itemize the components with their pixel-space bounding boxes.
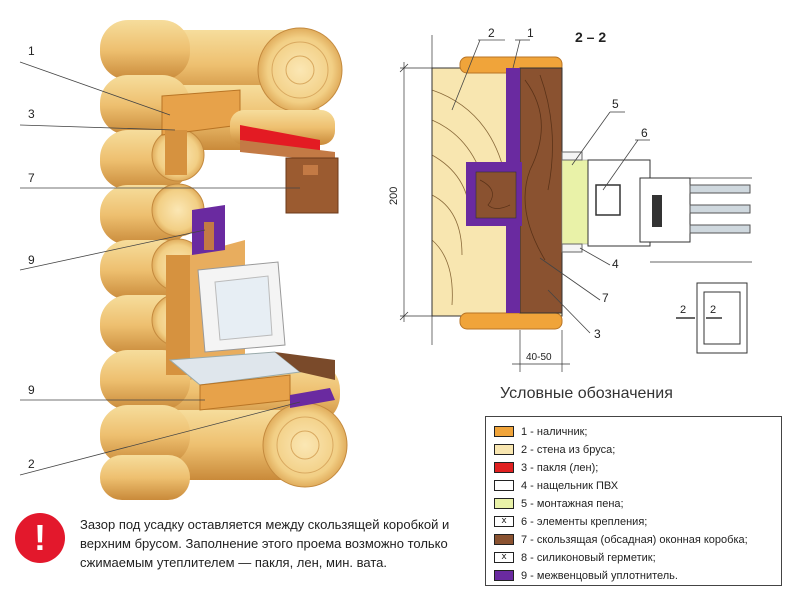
glazing [689,224,751,234]
legend-swatch [494,570,514,581]
glazing [689,204,751,214]
sash-profile [639,177,691,243]
section-label-3: 3 [594,327,601,341]
legend-item: x 6 - элементы крепления; [494,514,779,529]
legend-item: 2 - стена из бруса; [494,442,779,457]
section-label-1: 1 [527,26,534,40]
callout-1: 1 [28,44,35,58]
legend-item: 4 - нащельник ПВХ [494,478,779,493]
log-end [276,416,334,474]
legend-item: 3 - пакля (лен); [494,460,779,475]
log-wall-illustration [100,20,348,500]
mounting-foam [561,159,589,245]
log-end [285,55,315,85]
casing-section-bottom [459,312,563,330]
legend-swatch [494,498,514,509]
section-label-5: 5 [612,97,619,111]
section-marker [676,282,748,354]
glazing [689,184,751,194]
legend: 1 - наличник; 2 - стена из бруса; 3 - па… [485,416,782,586]
dimension-lines [399,35,752,372]
legend-swatch: x [494,552,514,563]
legend-item: 9 - межвенцовый уплотнитель. [494,568,779,583]
sliding-box-section [519,67,563,314]
legend-label: 4 - нащельник ПВХ [521,479,619,492]
legend-swatch [494,462,514,473]
callout-2: 2 [28,457,35,471]
section-label-7: 7 [602,291,609,305]
legend-item: 5 - монтажная пена; [494,496,779,511]
callout-7: 7 [28,171,35,185]
callout-9-top: 9 [28,253,35,267]
section-marker-right: 2 [710,304,716,316]
log-side [100,405,190,465]
legend-title: Условные обозначения [500,385,673,402]
legend-item: 1 - наличник; [494,424,779,439]
fastener [595,184,621,216]
log-end [290,430,320,460]
jamb-lower [166,255,190,375]
legend-label: 2 - стена из бруса; [521,443,616,456]
seal-key [475,171,517,219]
jamb-upper [165,130,187,175]
legend-label: 9 - межвенцовый уплотнитель. [521,569,678,582]
legend-swatch [494,534,514,545]
tow-seal [240,125,320,152]
section-leaders [451,39,650,334]
pvc-strip-top [561,151,583,161]
sill-brown [275,352,335,380]
section-label-2: 2 [488,26,495,40]
legend-swatch [494,480,514,491]
legend-swatch: x [494,516,514,527]
log-side [100,455,190,500]
warning-icon: ! [15,513,65,563]
log-end [262,402,348,488]
section-label-6: 6 [641,126,648,140]
legend-label: 5 - монтажная пена; [521,497,624,510]
section-drawing [431,56,751,330]
section-label-4: 4 [612,257,619,271]
sliding-box-slot [303,165,318,175]
log-end [271,41,329,99]
legend-item: x 8 - силиконовый герметик; [494,550,779,565]
pvc-strip-bottom [561,243,583,253]
log-end [257,27,343,113]
legend-label: 3 - пакля (лен); [521,461,599,474]
intercrown-seal-bottom [290,388,335,408]
legend-swatch [494,444,514,455]
legend-label: 8 - силиконовый герметик; [521,551,656,564]
left-leaders [19,61,301,476]
sash-seal [652,195,662,227]
pvc-window-glass [214,275,273,341]
legend-item: 7 - скользящая (обсадная) оконная коробк… [494,532,779,547]
warning-note: Зазор под усадку оставляется между сколь… [80,517,450,570]
callout-9-bottom: 9 [28,383,35,397]
legend-swatch [494,426,514,437]
section-marker-left: 2 [680,304,686,316]
intercrown-seal-gap [204,222,214,250]
sliding-box-top [240,140,335,162]
section-title: 2 – 2 [575,29,606,45]
legend-label: 1 - наличник; [521,425,588,438]
callout-3: 3 [28,107,35,121]
legend-label: 7 - скользящая (обсадная) оконная коробк… [521,533,748,546]
log-side [100,20,190,80]
legend-label: 6 - элементы крепления; [521,515,648,528]
dimension-gap: 40-50 [526,352,552,363]
dimension-height: 200 [388,187,400,205]
